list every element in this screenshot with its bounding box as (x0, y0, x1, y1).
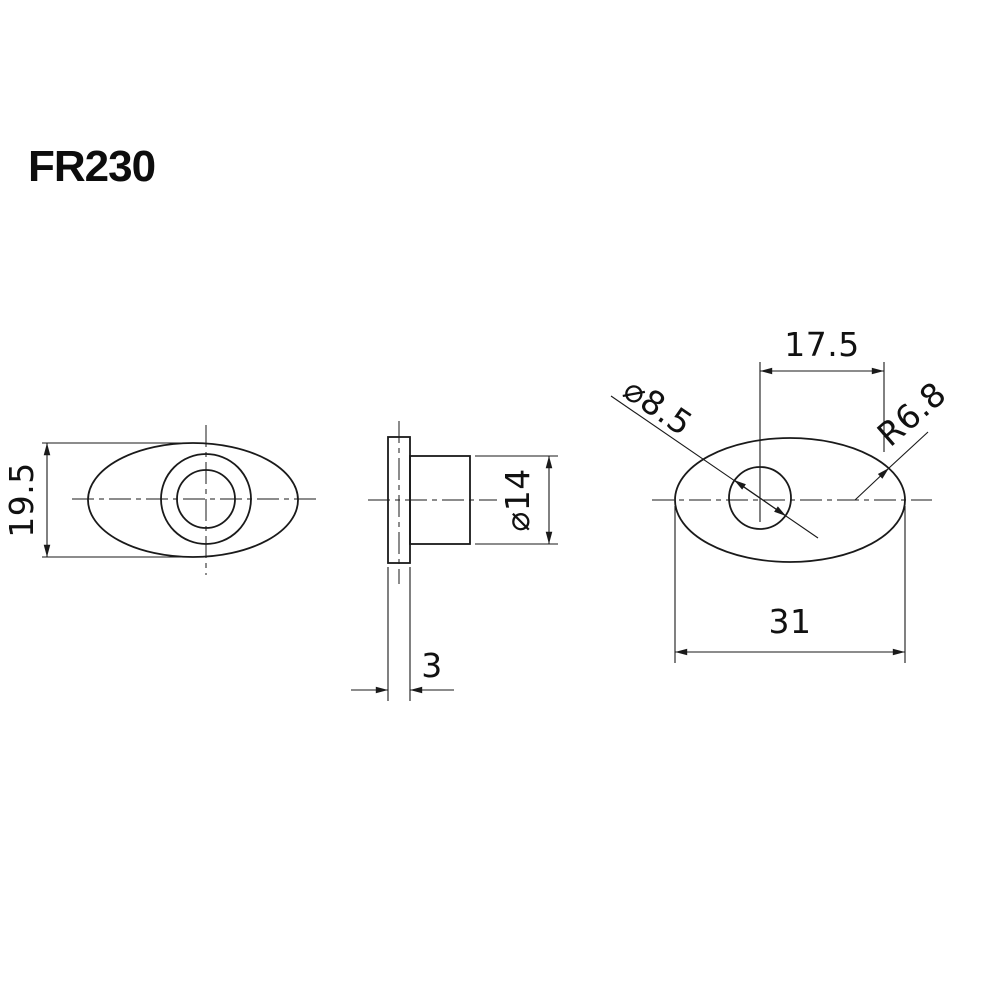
end-radius-label: R6.8 (870, 374, 954, 454)
radius-leader-line (888, 431, 929, 469)
rear-view: 17.5 ⌀8.5 R6.8 31 (610, 325, 954, 663)
thickness-dimension-label: 3 (421, 646, 443, 685)
height-dimension-label: 19.5 (2, 462, 41, 537)
hole-leader-arrow-lower (759, 497, 787, 517)
part-number: FR230 (28, 142, 155, 191)
side-view: ⌀14 3 (351, 421, 558, 701)
width-dimension-label: 31 (769, 602, 812, 641)
radius-leader-arrow (854, 467, 890, 501)
front-oval-outline (87, 442, 299, 558)
hole-leader-arrow-upper (733, 479, 761, 499)
front-view: 19.5 (2, 425, 318, 575)
hole-diameter-label: ⌀8.5 (616, 369, 699, 443)
boss-diameter-label: ⌀14 (498, 468, 537, 531)
offset-dimension-label: 17.5 (784, 325, 859, 364)
